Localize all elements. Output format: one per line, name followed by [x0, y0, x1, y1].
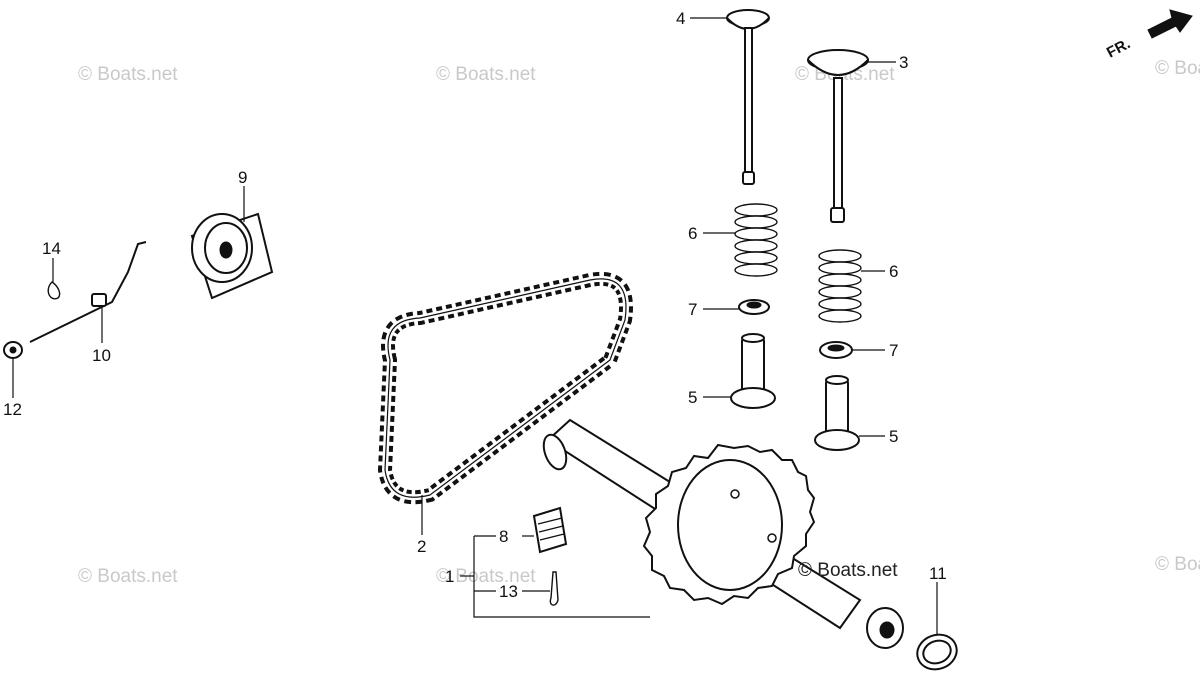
tappet-right — [814, 375, 860, 451]
governor-weight — [532, 506, 568, 554]
valve-right — [807, 49, 869, 223]
spring-retainer-left — [738, 299, 770, 315]
leader-lines — [12, 17, 938, 635]
callout-2: 2 — [417, 537, 426, 556]
callout-11: 11 — [929, 564, 947, 583]
o-ring — [916, 633, 958, 671]
bearing-holder — [190, 212, 274, 300]
callout-13: 13 — [499, 582, 518, 601]
watermark-7: © Boats.net — [1155, 554, 1200, 575]
callout-14: 14 — [42, 239, 61, 258]
washer — [3, 341, 23, 359]
front-direction-label: FR. — [1104, 35, 1133, 61]
callout-5-left: 5 — [688, 388, 697, 407]
spring-retainer-right — [819, 341, 853, 359]
watermark-5: © Boats.net — [78, 566, 178, 587]
watermark-1: © Boats.net — [78, 64, 178, 85]
valve-spring-left — [734, 203, 778, 277]
callout-7-left: 7 — [688, 300, 697, 319]
callout-1: 1 — [445, 567, 454, 586]
front-direction-arrow-icon — [1147, 9, 1193, 39]
valve-spring-right — [818, 249, 862, 323]
callout-5-right: 5 — [889, 427, 898, 446]
tappet-left — [730, 333, 776, 409]
callout-3: 3 — [899, 53, 908, 72]
callout-9: 9 — [238, 168, 247, 187]
watermark-inline: © Boats.net — [798, 560, 898, 581]
callout-4: 4 — [676, 9, 685, 28]
camshaft-assembly — [542, 418, 904, 649]
callout-6-left: 6 — [688, 224, 697, 243]
watermark-4: © Boats.net — [1155, 58, 1200, 79]
callout-12: 12 — [3, 400, 22, 419]
callout-10: 10 — [92, 346, 111, 365]
callout-6-right: 6 — [889, 262, 898, 281]
callout-7-right: 7 — [889, 341, 898, 360]
cotter-pin — [549, 571, 559, 606]
front-direction-indicator: FR. — [1104, 9, 1193, 62]
watermark-2: © Boats.net — [436, 64, 536, 85]
watermarks: © Boats.net © Boats.net © Boats.net © Bo… — [78, 58, 1200, 587]
valve-left — [726, 9, 770, 185]
governor-shaft — [29, 241, 147, 343]
clip-pin — [47, 281, 61, 300]
callout-8: 8 — [499, 527, 508, 546]
watermark-6: © Boats.net — [436, 566, 536, 587]
callout-labels: 4 3 6 6 7 7 5 5 9 14 10 12 2 1 8 13 11 — [3, 9, 947, 601]
timing-chain — [377, 271, 633, 505]
